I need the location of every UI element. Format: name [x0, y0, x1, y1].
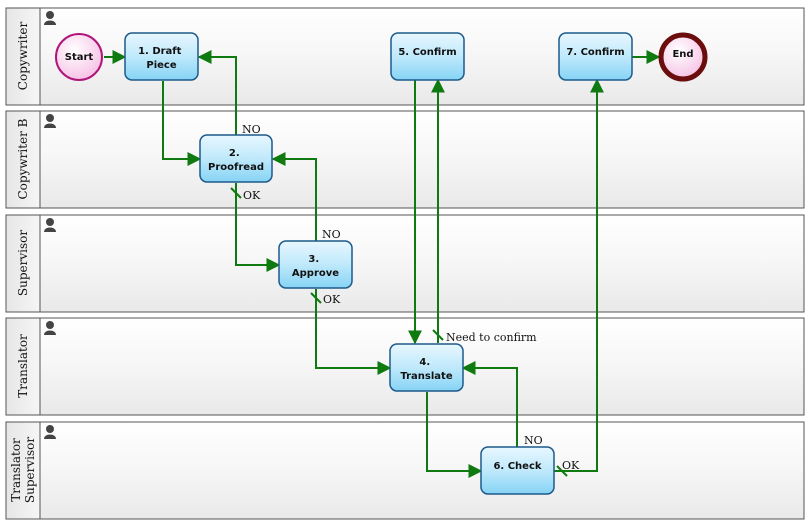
- lane-label-line: Supervisor: [16, 230, 30, 296]
- lane-label-translator: Translator: [16, 334, 30, 398]
- lane-label-line: Copywriter B: [16, 118, 30, 199]
- flow-edges: [104, 50, 661, 478]
- end-event-label: End: [672, 49, 693, 60]
- lane-label-line: Translator: [9, 438, 23, 502]
- edge-check-no-to-translate: [461, 361, 518, 447]
- task-approve[interactable]: 3. Approve: [278, 240, 353, 289]
- lane-label-copywriter: Copywriter: [16, 22, 30, 91]
- start-event[interactable]: Start: [55, 33, 103, 81]
- task-label: 7. Confirm: [566, 47, 624, 58]
- lane-label-line: Copywriter: [16, 22, 30, 91]
- lane-label-line: Supervisor: [23, 437, 37, 503]
- task-check[interactable]: 6. Check: [480, 446, 555, 495]
- task-label-line: 4.: [419, 357, 430, 368]
- lane-supervisor: Supervisor: [5, 214, 805, 313]
- lane-label-supervisor: Supervisor: [16, 230, 30, 296]
- condition-tick: [310, 292, 322, 304]
- edge-proofread-ok-to-approve: [235, 183, 281, 272]
- lane-label-copywriter-b: Copywriter B: [16, 118, 30, 199]
- lane-label-line: Translator: [16, 334, 30, 398]
- edge-label-check-ok: OK: [562, 459, 580, 472]
- task-proofread[interactable]: 2. Proofread: [199, 134, 273, 183]
- edge-translate-to-check: [426, 392, 483, 478]
- task-label: 1. Draft Piece: [138, 46, 185, 71]
- task-label-line: 2.: [229, 148, 240, 159]
- task-label: 3. Approve: [292, 254, 339, 279]
- condition-tick: [556, 465, 568, 477]
- edge-label-approve-no: NO: [322, 228, 341, 241]
- task-label-line: 7. Confirm: [566, 47, 624, 58]
- end-event[interactable]: End: [658, 32, 708, 82]
- edge-proofread-no-to-draft: [197, 50, 237, 135]
- edge-approve-ok-to-translate: [315, 289, 392, 375]
- condition-tick: [230, 187, 242, 199]
- task-label-line: 6. Check: [493, 461, 541, 472]
- edge-label-proofread-ok: OK: [243, 189, 261, 202]
- task-label-line: 3.: [308, 254, 319, 265]
- task-label-line: 1. Draft: [138, 46, 182, 57]
- edge-label-translate-need-to-confirm: Need to confirm: [446, 331, 537, 344]
- task-label-line: Translate: [400, 371, 452, 382]
- edge-label-approve-ok: OK: [323, 293, 341, 306]
- edge-label-proofread-no: NO: [242, 123, 261, 136]
- task-draft-piece[interactable]: 1. Draft Piece: [124, 32, 199, 81]
- task-label-line: Approve: [292, 268, 339, 279]
- task-label: 6. Check: [493, 461, 541, 472]
- edge-check-ok-to-confirm7: [554, 78, 604, 472]
- lane-label-translator-supervisor: TranslatorSupervisor: [9, 437, 37, 503]
- task-confirm-7[interactable]: 7. Confirm: [558, 32, 633, 81]
- task-label-line: Piece: [146, 60, 176, 71]
- edge-approve-no-to-proofread: [271, 152, 317, 241]
- task-translate[interactable]: 4. Translate: [389, 343, 464, 392]
- lane-copywriter-b: Copywriter B: [5, 110, 805, 209]
- task-confirm-5[interactable]: 5. Confirm: [390, 32, 465, 81]
- task-label: 4. Translate: [400, 357, 452, 382]
- start-event-label: Start: [65, 52, 94, 63]
- task-label: 5. Confirm: [398, 47, 456, 58]
- edge-draft-to-proofread: [162, 81, 202, 166]
- task-label: 2. Proofread: [208, 148, 264, 173]
- lane-translator-supervisor: TranslatorSupervisor: [5, 421, 805, 520]
- condition-ticks: [230, 187, 568, 477]
- condition-tick: [432, 329, 444, 341]
- task-label-line: 5. Confirm: [398, 47, 456, 58]
- task-label-line: Proofread: [208, 162, 264, 173]
- edge-label-check-no: NO: [524, 434, 543, 447]
